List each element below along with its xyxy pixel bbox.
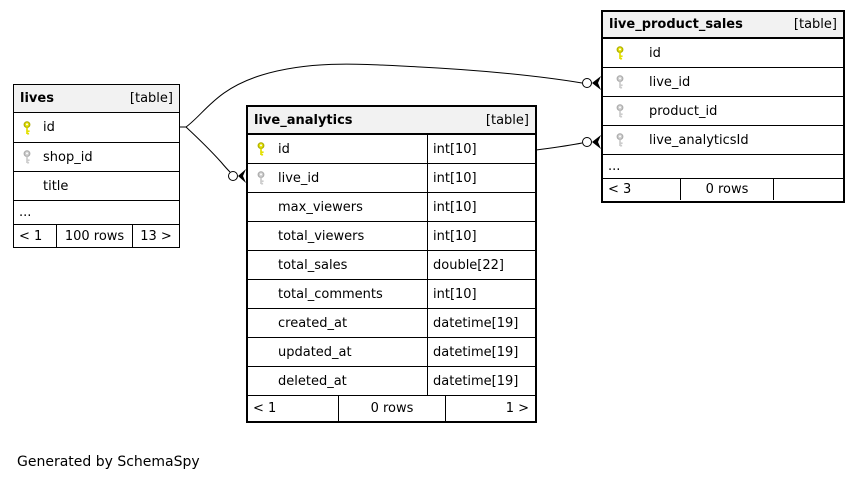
footer-related-right: 13 > xyxy=(132,225,179,248)
table-footer: < 3 0 rows xyxy=(603,179,843,200)
column-row-live-analytics-max-viewers: max_viewers int[10] xyxy=(248,193,535,222)
crowfoot-icon xyxy=(592,135,601,149)
primary-key-icon xyxy=(256,142,267,156)
foreign-key-icon xyxy=(256,171,267,185)
column-name: shop_id xyxy=(43,149,93,165)
table-footer: < 1 100 rows 13 > xyxy=(14,225,179,248)
column-name: total_viewers xyxy=(278,228,365,244)
table-live-analytics: live_analytics [table] id int[10] xyxy=(246,105,537,423)
column-name: live_analyticsId xyxy=(649,132,749,148)
column-row-lps-id: id xyxy=(603,39,843,68)
column-type: datetime[19] xyxy=(433,373,519,389)
column-row-live-analytics-updated-at: updated_at datetime[19] xyxy=(248,338,535,367)
column-type: datetime[19] xyxy=(433,315,519,331)
table-type-badge: [table] xyxy=(485,112,529,128)
ellipsis-text: ... xyxy=(19,205,32,220)
generator-note: Generated by SchemaSpy xyxy=(17,454,200,470)
footer-related-left: < 1 xyxy=(253,401,277,416)
table-header: live_product_sales [table] xyxy=(603,12,843,39)
column-name: created_at xyxy=(278,315,348,331)
ellipsis-row: ... xyxy=(14,201,179,225)
zero-cardinality-icon xyxy=(582,78,592,88)
column-row-live-analytics-total-viewers: total_viewers int[10] xyxy=(248,222,535,251)
column-name: id xyxy=(649,45,661,61)
footer-row-count: 0 rows xyxy=(680,179,773,200)
column-name: id xyxy=(43,120,55,135)
table-name[interactable]: live_analytics xyxy=(254,112,353,128)
column-name: live_id xyxy=(278,170,320,186)
table-lives: lives [table] id shop_id title ... < 1 1 xyxy=(13,84,180,248)
edge-lives-to-live-analytics xyxy=(180,126,246,183)
ellipsis-text: ... xyxy=(608,159,621,174)
column-name: deleted_at xyxy=(278,373,347,389)
column-row-lives-title: title xyxy=(14,172,179,201)
column-row-lps-live-analytics-id: live_analyticsId xyxy=(603,126,843,155)
column-row-lps-live-id: live_id xyxy=(603,68,843,97)
column-name: title xyxy=(43,178,69,194)
column-row-lives-id: id xyxy=(14,113,179,143)
column-row-lps-product-id: product_id xyxy=(603,97,843,126)
table-header: live_analytics [table] xyxy=(248,107,535,135)
footer-related-left: < 3 xyxy=(608,182,632,197)
edge-live-analytics-to-live-product-sales xyxy=(535,135,601,151)
crowfoot-icon xyxy=(592,76,601,90)
table-type-badge: [table] xyxy=(793,17,837,32)
column-type: int[10] xyxy=(433,170,477,186)
column-name: live_id xyxy=(649,74,691,90)
column-name: total_comments xyxy=(278,286,383,302)
column-name: max_viewers xyxy=(278,199,363,215)
column-row-live-analytics-created-at: created_at datetime[19] xyxy=(248,309,535,338)
primary-key-icon xyxy=(22,120,33,135)
column-row-live-analytics-live-id: live_id int[10] xyxy=(248,164,535,193)
column-type: int[10] xyxy=(433,141,477,157)
column-row-live-analytics-total-comments: total_comments int[10] xyxy=(248,280,535,309)
table-footer: < 1 0 rows 1 > xyxy=(248,396,535,421)
column-row-live-analytics-deleted-at: deleted_at datetime[19] xyxy=(248,367,535,396)
column-row-lives-shop-id: shop_id xyxy=(14,143,179,172)
column-name: total_sales xyxy=(278,257,348,273)
zero-cardinality-icon xyxy=(582,137,592,147)
foreign-key-icon xyxy=(615,75,626,89)
footer-related-left: < 1 xyxy=(19,229,43,244)
column-type: datetime[19] xyxy=(433,344,519,360)
foreign-key-icon xyxy=(22,150,33,164)
primary-key-icon xyxy=(615,46,626,60)
table-header: lives [table] xyxy=(14,85,179,113)
ellipsis-row: ... xyxy=(603,155,843,179)
footer-related-right xyxy=(773,179,843,200)
column-name: id xyxy=(278,141,290,157)
footer-row-count: 0 rows xyxy=(338,396,445,421)
column-type: double[22] xyxy=(433,257,504,273)
column-type: int[10] xyxy=(433,286,477,302)
footer-related-right: 1 > xyxy=(445,396,535,421)
column-type: int[10] xyxy=(433,228,477,244)
foreign-key-icon xyxy=(615,133,626,147)
foreign-key-icon xyxy=(615,104,626,118)
zero-cardinality-icon xyxy=(228,171,238,181)
column-name: updated_at xyxy=(278,344,352,360)
crowfoot-icon xyxy=(238,169,246,183)
footer-row-count: 100 rows xyxy=(56,225,132,248)
column-row-live-analytics-id: id int[10] xyxy=(248,135,535,164)
column-name: product_id xyxy=(649,103,718,119)
table-type-badge: [table] xyxy=(129,91,173,106)
column-row-live-analytics-total-sales: total_sales double[22] xyxy=(248,251,535,280)
table-live-product-sales: live_product_sales [table] id live_id xyxy=(601,10,845,203)
column-type: int[10] xyxy=(433,199,477,215)
table-name[interactable]: live_product_sales xyxy=(609,17,743,32)
table-name[interactable]: lives xyxy=(20,91,54,106)
